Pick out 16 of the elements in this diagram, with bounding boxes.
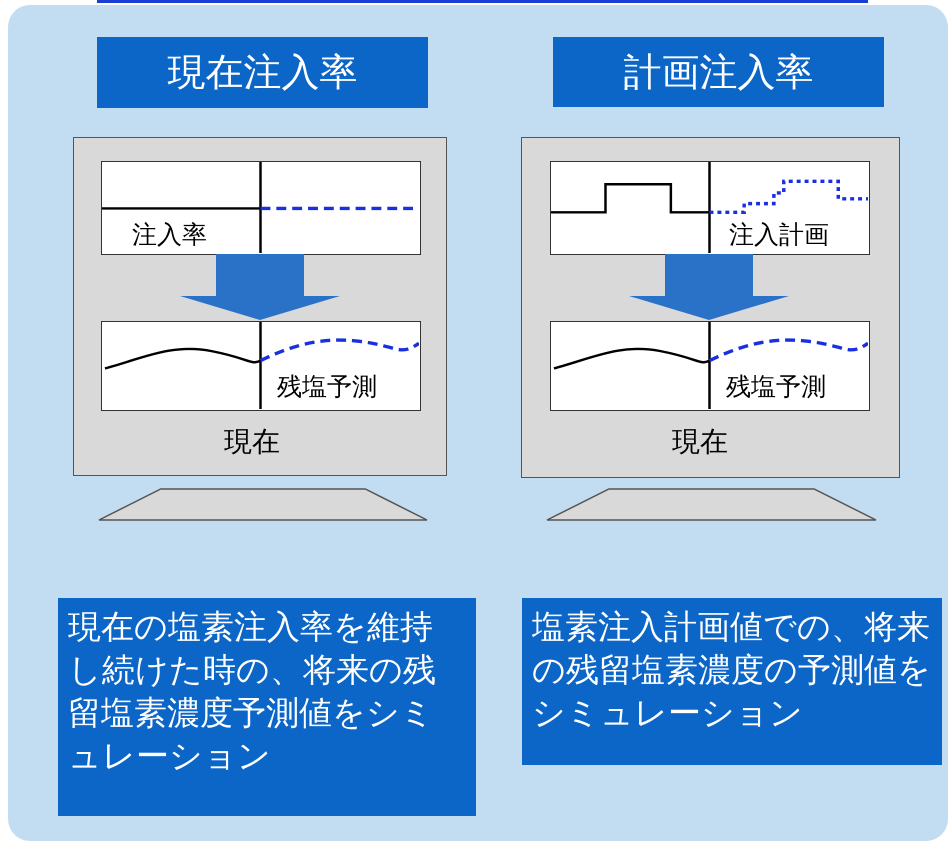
title-banner: 計画注入率 — [553, 37, 884, 107]
description-box: 塩素注入計画値での、将来の残留塩素濃度の予測値をシミュレーション — [522, 598, 942, 765]
chart-label: 残塩予測 — [726, 371, 826, 403]
time-label: 現在 — [672, 424, 728, 460]
chart-label: 残塩予測 — [277, 371, 377, 403]
description-box: 現在の塩素注入率を維持し続けた時の、将来の残留塩素濃度予測値をシミュレーション — [58, 598, 476, 816]
block-arrow — [629, 254, 789, 320]
monitor-screen — [73, 137, 447, 476]
block-arrow — [180, 254, 340, 320]
monitor-stand — [546, 488, 877, 521]
title-banner: 現在注入率 — [97, 37, 428, 108]
chart-label: 注入率 — [132, 219, 207, 251]
chart-label: 注入計画 — [729, 219, 829, 251]
time-label: 現在 — [224, 424, 280, 460]
monitor-stand — [98, 488, 428, 521]
monitor-screen — [521, 137, 900, 478]
